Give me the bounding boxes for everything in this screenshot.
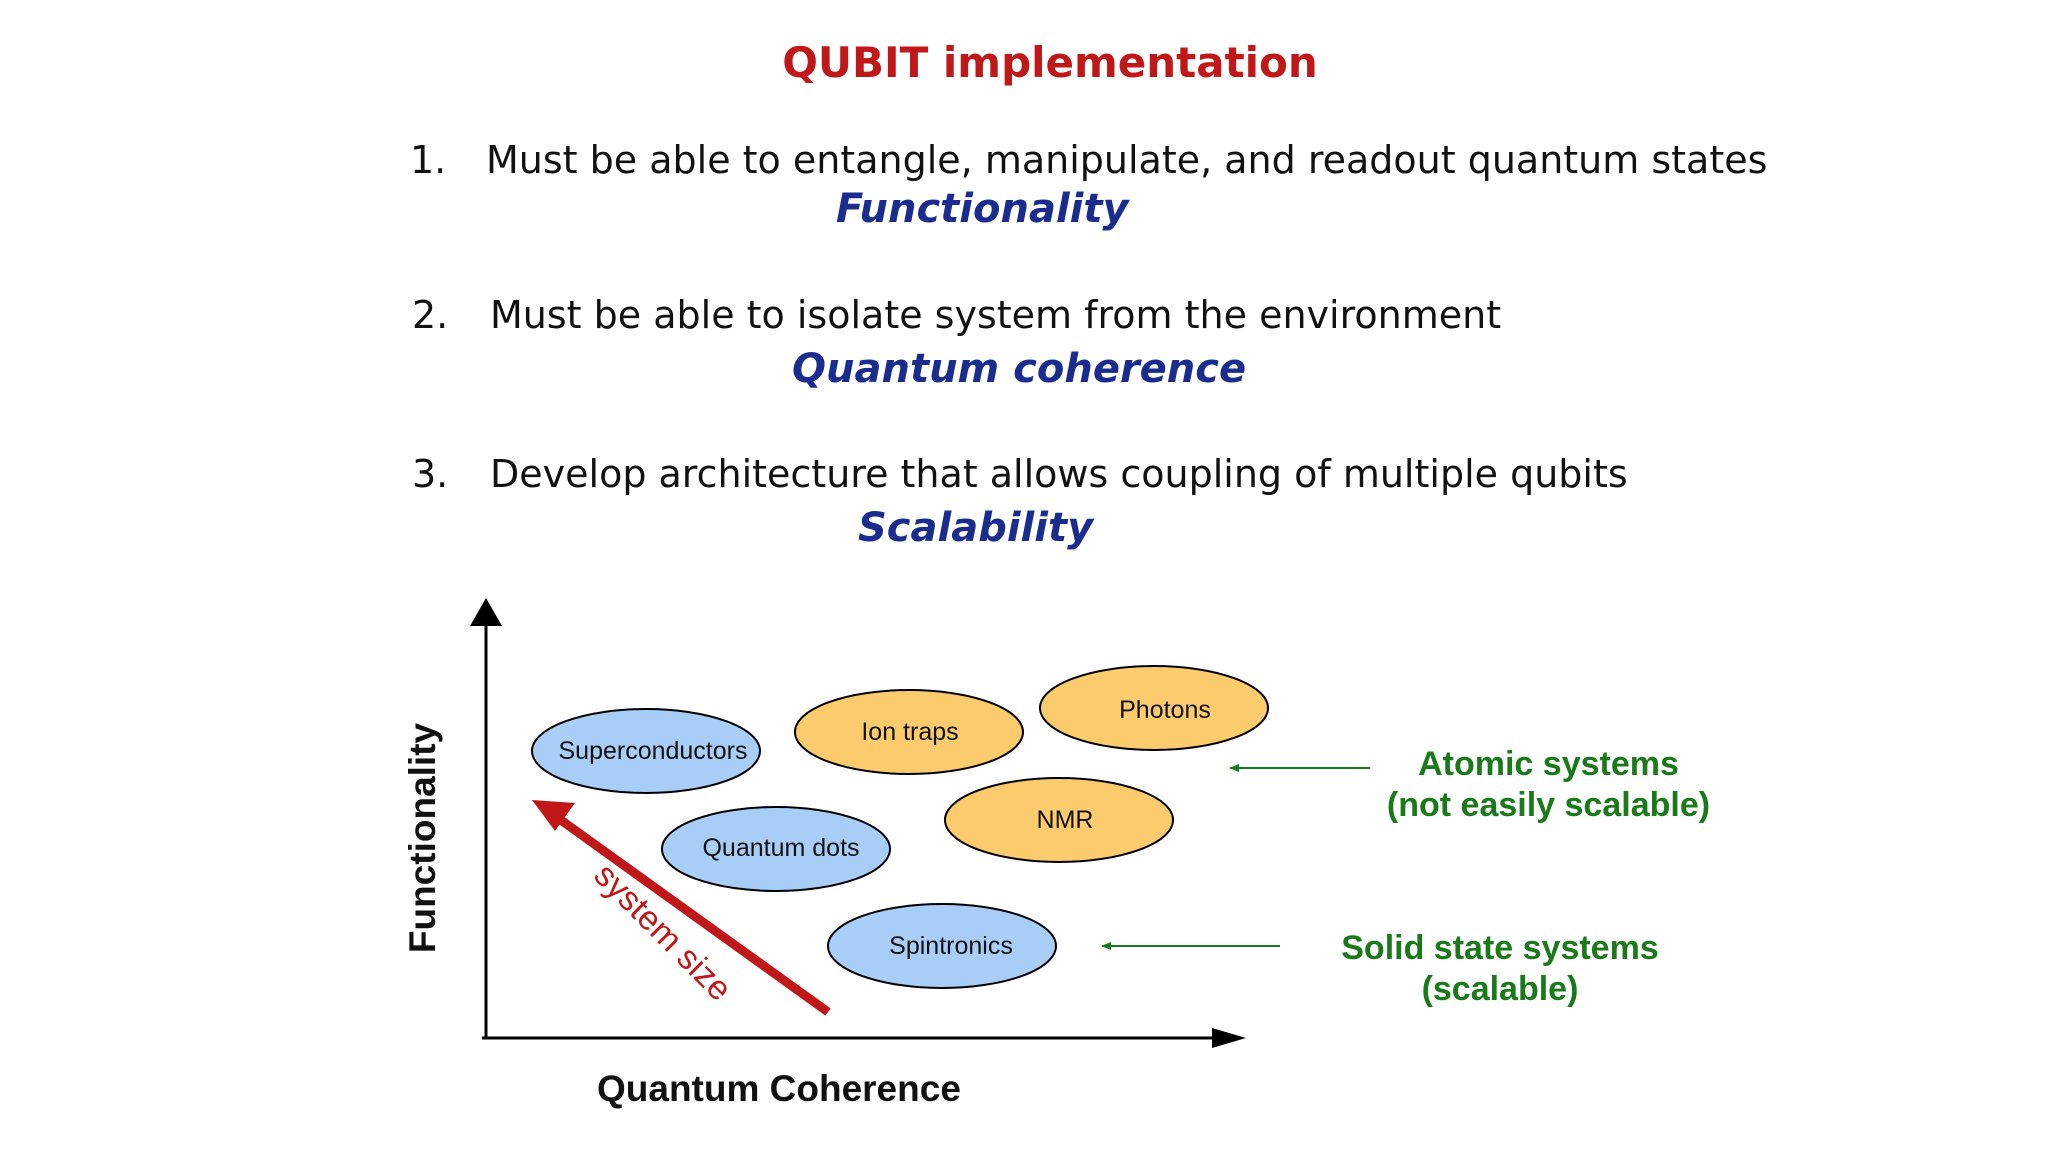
quantum-dots-label: Quantum dots bbox=[702, 834, 859, 862]
atomic-systems-title: Atomic systems bbox=[1418, 745, 1679, 783]
requirement-1-text: Must be able to entangle, manipulate, an… bbox=[486, 138, 1768, 182]
quantum-dots-ellipse bbox=[661, 806, 891, 892]
spintronics-ellipse bbox=[827, 903, 1057, 989]
nmr-label: NMR bbox=[1037, 806, 1094, 834]
solid-state-subtitle: (scalable) bbox=[1421, 970, 1579, 1008]
system-size-arrowhead bbox=[532, 800, 575, 831]
photons-ellipse bbox=[1039, 665, 1269, 751]
system-nmr: NMR bbox=[944, 777, 1174, 863]
requirement-1-number: 1. bbox=[410, 138, 447, 182]
atomic-systems-note: Atomic systems (not easily scalable) bbox=[1386, 744, 1711, 826]
solid-state-note: Solid state systems (scalable) bbox=[1330, 928, 1670, 1010]
ion-traps-label: Ion traps bbox=[861, 718, 958, 746]
system-photons: Photons bbox=[1039, 665, 1269, 751]
requirement-3-number: 3. bbox=[412, 452, 449, 496]
superconductors-label: Superconductors bbox=[558, 737, 747, 765]
solid-state-title: Solid state systems bbox=[1341, 929, 1659, 967]
system-quantum-dots: Quantum dots bbox=[661, 806, 891, 892]
nmr-ellipse bbox=[944, 777, 1174, 863]
x-axis-label: Quantum Coherence bbox=[597, 1068, 961, 1109]
requirement-3-property: Scalability bbox=[858, 505, 1094, 551]
requirement-2-property: Quantum coherence bbox=[792, 346, 1247, 392]
slide-title: QUBIT implementation bbox=[782, 38, 1318, 87]
requirement-2-number: 2. bbox=[412, 293, 449, 337]
requirement-3-text: Develop architecture that allows couplin… bbox=[490, 452, 1628, 496]
photons-label: Photons bbox=[1119, 696, 1211, 724]
y-axis-arrowhead bbox=[470, 598, 502, 626]
ion-traps-ellipse bbox=[794, 689, 1024, 775]
y-axis-label: Functionality bbox=[402, 722, 443, 954]
x-axis-arrowhead bbox=[1212, 1028, 1246, 1048]
superconductors-ellipse bbox=[531, 708, 761, 794]
system-superconductors: Superconductors bbox=[531, 708, 761, 794]
system-size-arrow-shaft bbox=[555, 814, 831, 1016]
atomic-systems-subtitle: (not easily scalable) bbox=[1386, 786, 1711, 824]
requirement-1-property: Functionality bbox=[836, 186, 1129, 232]
spintronics-label: Spintronics bbox=[889, 932, 1013, 960]
system-spintronics: Spintronics bbox=[827, 903, 1057, 989]
requirement-2-text: Must be able to isolate system from the … bbox=[490, 293, 1502, 337]
system-ion-traps: Ion traps bbox=[794, 689, 1024, 775]
